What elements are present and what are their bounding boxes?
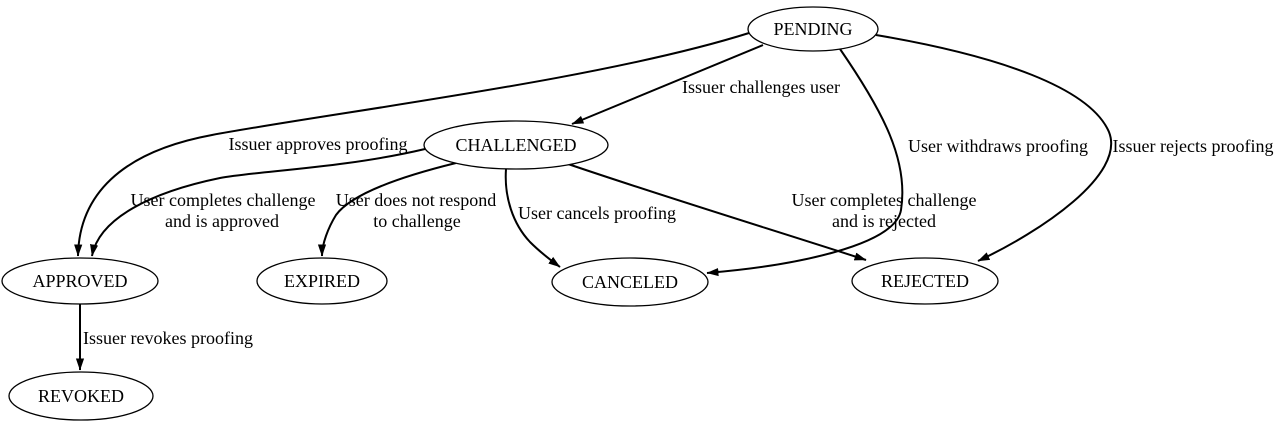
node-expired-shape [256,257,388,305]
node-approved: APPROVED [1,257,159,305]
edge-challenged-rejected: User completes challenge and is rejected [567,163,977,261]
edge-pending-rejected: Issuer rejects proofing [875,34,1274,262]
edge-challenged-rejected-label-line2: and is rejected [832,211,936,231]
edge-pending-challenged: Issuer challenges user [571,44,840,125]
node-challenged-label: CHALLENGED [456,135,577,155]
edge-approved-revoked-label: Issuer revokes proofing [83,328,253,348]
edge-pending-rejected-label: Issuer rejects proofing [1113,136,1274,156]
edge-pending-challenged-label: Issuer challenges user [682,77,840,97]
node-approved-shape [1,257,159,305]
node-rejected-label: REJECTED [881,271,969,291]
edge-challenged-canceled-label: User cancels proofing [518,203,676,223]
node-approved-label: APPROVED [32,271,127,291]
edge-challenged-canceled-path [504,168,561,268]
edge-challenged-approved-label-line1: User completes challenge [131,190,316,210]
edge-challenged-expired-label-line1: User does not respond [336,190,496,210]
node-canceled-shape [551,257,709,307]
node-pending-shape [747,6,879,52]
node-pending: PENDING [747,6,879,52]
edge-pending-canceled-path [706,48,904,277]
edge-pending-canceled: User withdraws proofing [706,48,1088,277]
edge-pending-approved-label: Issuer approves proofing [229,134,408,154]
node-canceled: CANCELED [551,257,709,307]
node-revoked: REVOKED [8,371,154,421]
edge-challenged-approved-path [90,148,426,257]
edge-pending-rejected-path [875,34,1113,262]
edge-pending-approved-path [74,32,750,257]
edge-challenged-expired: User does not respond to challenge [317,162,496,257]
edge-pending-canceled-label: User withdraws proofing [908,136,1088,156]
node-expired: EXPIRED [256,257,388,305]
edge-challenged-rejected-path [567,163,867,261]
node-canceled-label: CANCELED [582,272,678,292]
node-revoked-label: REVOKED [38,386,124,406]
nodes-layer: PENDING CHALLENGED APPROVED EXPIRED CANC… [1,6,999,421]
node-rejected: REJECTED [851,257,999,305]
edge-pending-challenged-path [571,44,764,125]
edge-challenged-approved: User completes challenge and is approved [90,148,426,257]
edge-challenged-expired-path [317,162,457,257]
node-rejected-shape [851,257,999,305]
edge-challenged-expired-label-line2: to challenge [373,211,460,231]
node-revoked-shape [8,371,154,421]
node-challenged-shape [423,120,609,170]
node-pending-label: PENDING [774,19,853,39]
edge-approved-revoked: Issuer revokes proofing [75,304,253,371]
edge-challenged-rejected-label-line1: User completes challenge [792,190,977,210]
edge-challenged-approved-label-line2: and is approved [165,211,279,231]
node-challenged: CHALLENGED [423,120,609,170]
edge-challenged-canceled: User cancels proofing [504,168,676,268]
node-expired-label: EXPIRED [284,271,360,291]
edge-pending-approved: Issuer approves proofing [74,32,750,257]
edges-layer: Issuer challenges user Issuer approves p… [74,32,1274,371]
